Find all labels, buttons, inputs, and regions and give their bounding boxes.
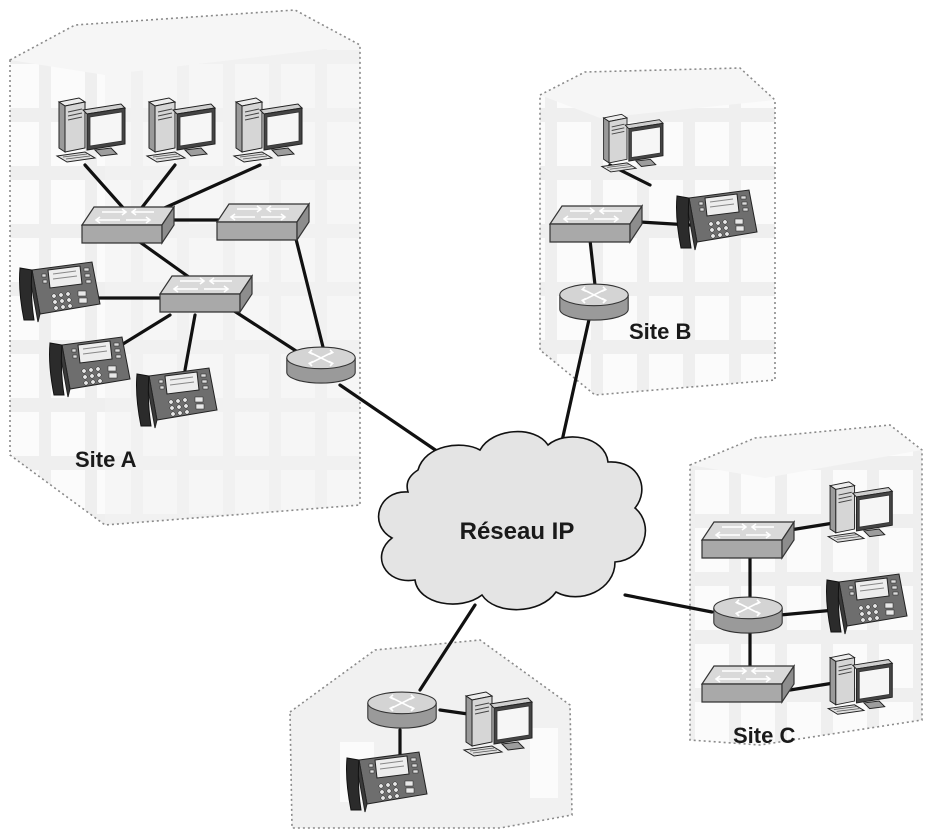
switch-icon <box>701 665 795 703</box>
switch-icon <box>159 275 253 313</box>
site-a-label: Site A <box>75 447 137 472</box>
switch-icon <box>216 203 310 241</box>
router-icon <box>712 596 784 634</box>
router-icon <box>558 283 630 321</box>
site-c-devices: Site C <box>701 481 908 748</box>
ip-network-cloud: Réseau IP <box>377 430 647 611</box>
switch-icon <box>81 206 175 244</box>
router-icon <box>366 691 438 729</box>
router-icon <box>285 346 357 384</box>
switch-icon <box>701 521 795 559</box>
cloud-icon <box>377 430 647 611</box>
site-b-devices: Site B <box>549 113 758 344</box>
site-a-devices: Site A <box>19 97 357 472</box>
site-b-label: Site B <box>629 319 691 344</box>
cloud-label: Réseau IP <box>460 518 575 545</box>
site-c-label: Site C <box>733 723 795 748</box>
switch-icon <box>549 205 643 243</box>
